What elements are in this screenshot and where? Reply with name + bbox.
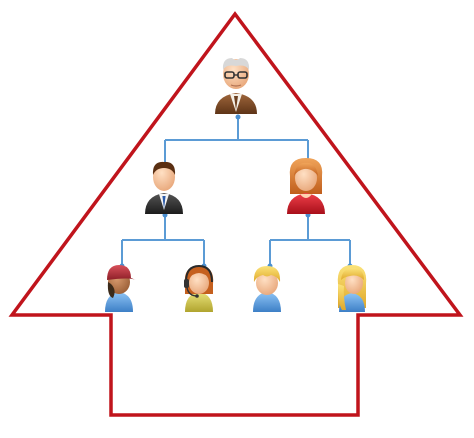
connector-right-manager-to-team: [269, 214, 351, 265]
worker-cap-man-icon: [105, 265, 136, 312]
manager-man-icon: [145, 161, 183, 214]
support-headset-woman-icon: [184, 264, 214, 312]
hierarchy-connectors: [121, 116, 351, 265]
executive-elderly-man-icon: [215, 58, 257, 114]
connector-left-manager-to-team: [121, 214, 205, 265]
blonde-boy-icon: [253, 266, 281, 312]
arrow-outline: [8, 11, 464, 417]
manager-woman-icon: [287, 158, 325, 214]
long-hair-woman-icon: [337, 265, 367, 312]
connector-top-to-managers: [164, 116, 309, 164]
